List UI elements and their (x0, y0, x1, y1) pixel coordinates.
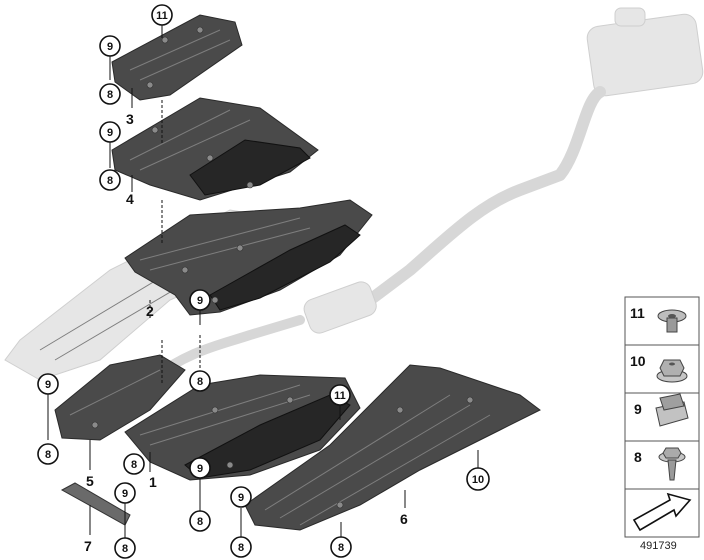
part-6-panel (244, 364, 541, 531)
part-label-3: 3 (126, 111, 134, 127)
callout-11-part6: 11 (329, 384, 351, 406)
forward-arrow-icon (632, 492, 692, 532)
legend-number-9: 9 (634, 401, 642, 417)
svg-text:8: 8 (107, 89, 113, 101)
svg-text:9: 9 (238, 492, 244, 504)
legend-number-11: 11 (630, 305, 645, 321)
svg-text:8: 8 (107, 175, 113, 187)
callout-9-part5: 9 (37, 373, 59, 395)
part-1-panel (124, 374, 361, 481)
part-7-bracket (60, 482, 131, 526)
part-label-7: 7 (84, 538, 92, 554)
callout-8-mid: 8 (189, 370, 211, 392)
callout-10-part6: 10 (466, 467, 490, 491)
hex-collar-screw-icon (658, 447, 686, 481)
callout-8-part1: 8 (123, 453, 145, 475)
svg-text:9: 9 (197, 463, 203, 475)
svg-text:9: 9 (197, 295, 203, 307)
legend-number-8: 8 (634, 449, 642, 465)
part-label-6: 6 (400, 511, 408, 527)
svg-text:10: 10 (472, 474, 484, 486)
svg-text:11: 11 (334, 390, 346, 402)
callout-9-part7: 9 (114, 482, 136, 504)
part-2-panel (124, 199, 373, 316)
clip-nut-icon (655, 393, 689, 427)
callout-9-part6: 9 (230, 486, 252, 508)
hex-collar-nut-icon (656, 359, 688, 383)
callout-11-top: 11 (151, 4, 173, 26)
part-label-2: 2 (146, 303, 154, 319)
callout-8-part3: 8 (99, 83, 121, 105)
part-3-panel (111, 14, 243, 101)
callout-9-part4: 9 (99, 121, 121, 143)
diagram-reference-number: 491739 (640, 540, 677, 552)
callout-8-part7: 8 (114, 537, 136, 559)
svg-text:8: 8 (238, 542, 244, 554)
svg-text:8: 8 (131, 459, 137, 471)
exhaust-system-ghost (115, 7, 704, 405)
callout-9-part1: 9 (189, 457, 211, 479)
svg-text:8: 8 (197, 516, 203, 528)
part-5-heat-shield (54, 354, 186, 441)
part-labels: 3 4 2 5 1 6 7 (84, 111, 408, 554)
callout-9-mid: 9 (189, 289, 211, 311)
svg-text:9: 9 (122, 488, 128, 500)
svg-text:9: 9 (45, 379, 51, 391)
callout-8-part4: 8 (99, 169, 121, 191)
part-label-5: 5 (86, 473, 94, 489)
svg-text:9: 9 (107, 41, 113, 53)
callout-8-part5: 8 (37, 443, 59, 465)
svg-text:8: 8 (338, 542, 344, 554)
legend-number-10: 10 (630, 353, 646, 369)
leader-lines (47, 24, 479, 540)
callouts: 11 9 8 9 8 9 8 9 8 8 9 8 11 10 9 8 8 9 8 (37, 4, 490, 559)
svg-text:11: 11 (156, 10, 168, 22)
part-4-panel (111, 97, 319, 201)
callout-8-part6-left: 8 (230, 536, 252, 558)
callout-9-part3: 9 (99, 35, 121, 57)
svg-text:8: 8 (197, 376, 203, 388)
expanding-rivet-icon (657, 309, 687, 333)
part-label-1: 1 (149, 474, 157, 490)
svg-text:9: 9 (107, 127, 113, 139)
svg-text:8: 8 (45, 449, 51, 461)
fastener-legend: 11 10 9 8 (624, 296, 700, 538)
svg-text:8: 8 (122, 543, 128, 555)
part-label-4: 4 (126, 191, 134, 207)
callout-8-part6-right: 8 (330, 536, 352, 558)
callout-8-part1-lower: 8 (189, 510, 211, 532)
